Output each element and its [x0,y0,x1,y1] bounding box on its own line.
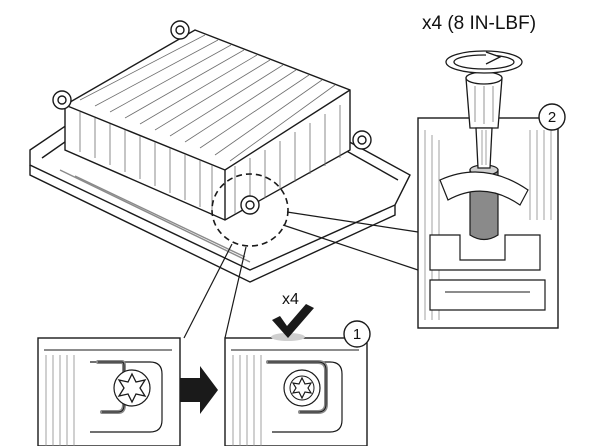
repeat-count-label: x4 [282,291,299,308]
corner-screw-right [352,130,372,150]
callout-lines [183,211,419,339]
torque-label: x4 (8 IN-LBF) [422,13,536,34]
checkmark-icon [271,304,314,341]
heatsink-assembly [29,20,411,283]
torx-screw-icon [113,369,151,407]
corner-screw-left [52,90,72,110]
torx-screw-tightened-icon [283,369,321,407]
right-arrow-icon [180,366,218,414]
heatsink-top [64,29,351,221]
step-2-number: 2 [548,109,556,126]
step-1-badge: 1 [343,320,371,348]
screw-highlight-circle [211,173,289,247]
clockwise-rotation-arrow-icon [445,50,523,74]
screwdriver [465,71,503,169]
step-1-number: 1 [353,326,361,343]
corner-screw-front [240,195,260,215]
heatsink-fins-side [234,105,341,214]
detail-after-panel [224,337,368,446]
detail-before-panel [37,337,181,446]
heatsink-fins-front [79,112,213,213]
step-2-badge: 2 [538,103,566,131]
heatsink-fins-top [79,34,336,162]
corner-screw-back [170,20,190,40]
screwdriver-bit [475,127,493,169]
